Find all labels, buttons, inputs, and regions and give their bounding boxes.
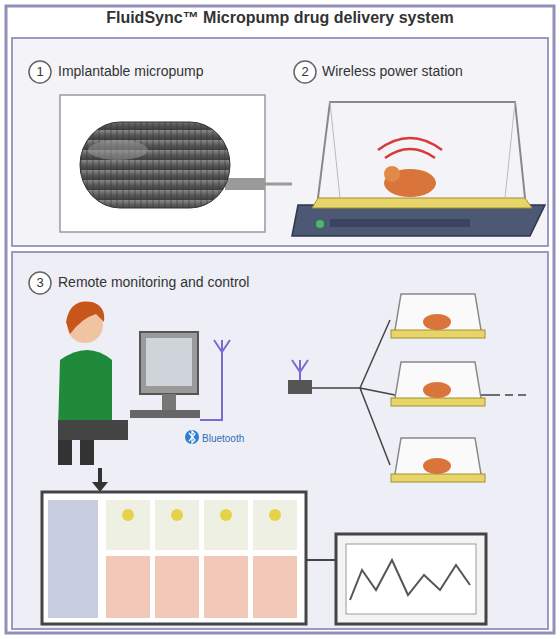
micropump-figure — [80, 122, 230, 208]
software-screen — [253, 556, 297, 618]
top-panel — [12, 38, 548, 246]
micropump-box: Implantable micropump — [60, 95, 265, 232]
receiver-hub — [288, 380, 312, 394]
software-screen — [253, 500, 297, 550]
callout-number: 3 — [29, 274, 51, 292]
antenna — [200, 362, 222, 420]
bluetooth-icon — [185, 430, 199, 444]
power-station-figure — [330, 102, 340, 198]
software-screen — [204, 500, 248, 550]
micropump-figure — [88, 140, 148, 160]
software-screen — [106, 500, 297, 618]
bluetooth-icon — [185, 430, 199, 444]
animal-cages — [391, 294, 485, 482]
software-screen — [42, 492, 336, 624]
software-screen — [171, 509, 183, 521]
software-screen — [155, 500, 199, 550]
connector-line — [265, 183, 292, 186]
bottom-panel — [12, 252, 548, 629]
software-screen — [220, 509, 232, 521]
down-arrow — [92, 468, 108, 492]
animal-cages — [423, 458, 451, 474]
person-at-computer — [146, 338, 192, 386]
software-screen — [106, 500, 150, 550]
bluetooth-label: Bluetooth — [202, 430, 272, 448]
power-station-figure — [330, 219, 470, 227]
power-station-figure — [505, 102, 515, 198]
animal-cages — [391, 330, 485, 338]
software-screen — [269, 509, 281, 521]
person-at-computer — [130, 410, 200, 418]
animal-cages — [395, 362, 481, 398]
software-screen — [155, 556, 199, 618]
micropump-figure — [60, 95, 265, 232]
software-screen — [106, 556, 150, 618]
software-screen — [204, 556, 248, 618]
monitoring-panel: Remote monitoring and control — [12, 252, 548, 629]
panel-heading: Implantable micropump — [58, 63, 204, 79]
animal-cages — [395, 294, 481, 330]
number-circle — [29, 61, 316, 294]
software-screen — [122, 509, 134, 521]
person-at-computer — [162, 394, 176, 410]
person-at-computer — [66, 301, 104, 334]
power-station-figure — [312, 198, 532, 208]
software-screen — [306, 559, 336, 561]
panel-heading: Remote monitoring and control — [58, 274, 249, 290]
software-screen — [42, 492, 306, 624]
animal-cages — [391, 398, 485, 406]
graph-window — [336, 534, 486, 624]
power-station-region: Wireless power station — [292, 56, 544, 238]
outer-frame — [6, 6, 554, 633]
graph-window — [350, 560, 470, 600]
diagram-title: FluidSync™ Micropump drug delivery syste… — [10, 9, 550, 27]
person-at-computer — [58, 440, 72, 465]
person-at-computer — [58, 301, 200, 465]
antenna — [214, 340, 230, 362]
top-panel — [12, 38, 548, 246]
power-station-figure — [292, 205, 545, 236]
power-station-figure — [384, 166, 400, 182]
person-at-computer — [58, 350, 112, 430]
panel-heading: Wireless power station — [322, 63, 463, 79]
outer-frame — [6, 6, 554, 633]
micropump-figure — [225, 178, 265, 190]
callout-number: 1 — [29, 63, 51, 81]
number-circle — [29, 61, 51, 83]
graph-window — [336, 534, 486, 624]
micropump-figure — [60, 95, 265, 232]
receiver-hub — [505, 394, 526, 396]
animal-cages — [395, 438, 481, 474]
person-at-computer — [140, 332, 198, 394]
power-station-figure — [292, 102, 545, 236]
power-station-figure — [385, 149, 435, 158]
power-station-figure — [318, 102, 525, 198]
power-station-figure — [378, 138, 442, 150]
animal-cages — [391, 294, 485, 338]
bluetooth-icon — [189, 431, 195, 443]
power-station-figure — [316, 220, 324, 228]
animal-cages — [391, 362, 485, 406]
number-circle — [294, 61, 316, 83]
bottom-panel — [12, 252, 548, 629]
person-at-computer — [80, 440, 94, 465]
animal-cages — [391, 474, 485, 482]
animal-cages — [423, 382, 451, 398]
graph-window — [346, 544, 476, 614]
software-screen — [48, 500, 98, 618]
person-at-computer — [58, 420, 128, 440]
down-arrow — [98, 468, 102, 484]
number-circle — [29, 272, 51, 294]
animal-cages — [423, 314, 451, 330]
animal-cages — [391, 438, 485, 482]
callout-number: 2 — [294, 63, 316, 81]
antenna — [292, 360, 308, 380]
